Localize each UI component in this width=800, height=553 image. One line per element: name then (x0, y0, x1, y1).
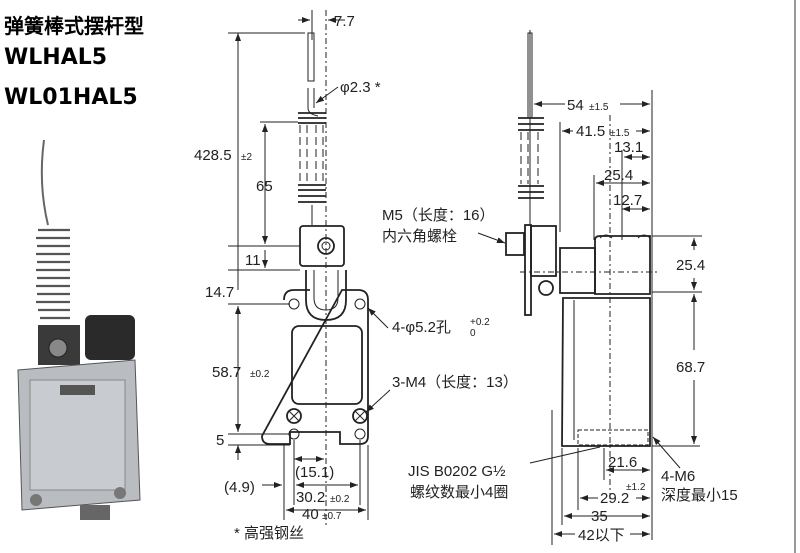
callout-m6-depth: 深度最小15 (661, 487, 738, 504)
title-chinese: 弹簧棒式摆杆型 (4, 14, 144, 38)
callout-jis: JIS B0202 G½ (408, 463, 506, 480)
dim-7-7: 7.7 (334, 13, 355, 30)
product-photo (17, 139, 141, 520)
dim-21-6: 21.6 (608, 454, 637, 471)
callout-m6: 4-M6 (661, 468, 695, 485)
dim-40-tol: ±0.7 (322, 511, 342, 522)
front-view (228, 10, 391, 525)
callout-holes-tol-lower: 0 (470, 328, 476, 339)
dim-11: 11 (245, 252, 261, 269)
dim-42: 42以下 (578, 527, 625, 544)
dim-12-7: 12.7 (613, 192, 642, 209)
dim-25-4-top: 25.4 (604, 167, 633, 184)
callout-holes-tol-upper: +0.2 (470, 317, 490, 328)
callout-m4: 3-M4（长度：13） (392, 374, 518, 391)
dim-58-7: 58.7 (212, 364, 241, 381)
dim-35: 35 (591, 508, 608, 525)
dim-30-2-tol: ±0.2 (330, 494, 350, 505)
dim-29-2: 29.2 (600, 490, 629, 507)
dim-68-7: 68.7 (676, 359, 705, 376)
dim-30-2: 30.2 (296, 489, 325, 506)
dim-58-7-tol: ±0.2 (250, 369, 270, 380)
title-model-1: WLHAL5 (4, 45, 107, 70)
dim-65: 65 (256, 178, 273, 195)
callout-m5-bolt: 内六角螺栓 (382, 228, 457, 245)
dim-40: 40 (302, 506, 319, 523)
dim-29-2-tol: ±1.2 (626, 482, 646, 493)
dim-total-tol: ±2 (241, 152, 252, 163)
dim-25-4-right: 25.4 (676, 257, 705, 274)
dim-14-7: 14.7 (205, 284, 234, 301)
dim-41-5-tol: ±1.5 (610, 128, 630, 139)
dim-13-1: 13.1 (614, 139, 643, 156)
side-view (505, 30, 702, 545)
callout-m5: M5（长度：16） (382, 207, 495, 224)
callout-holes: 4-φ5.2孔 (392, 319, 451, 336)
footnote: * 高强钢丝 (234, 525, 304, 542)
dim-15-1: (15.1) (295, 464, 334, 481)
dim-rod-diameter: φ2.3 * (340, 79, 381, 96)
dim-5: 5 (216, 432, 224, 449)
dim-41-5: 41.5 (576, 123, 605, 140)
callout-jis-threads: 螺纹数最小4圈 (410, 484, 508, 501)
dim-54-tol: ±1.5 (589, 102, 609, 113)
dim-54: 54 (567, 97, 584, 114)
dim-4-9: (4.9) (224, 479, 255, 496)
title-model-2: WL01HAL5 (4, 85, 138, 110)
dim-total-length: 428.5 (194, 147, 232, 164)
